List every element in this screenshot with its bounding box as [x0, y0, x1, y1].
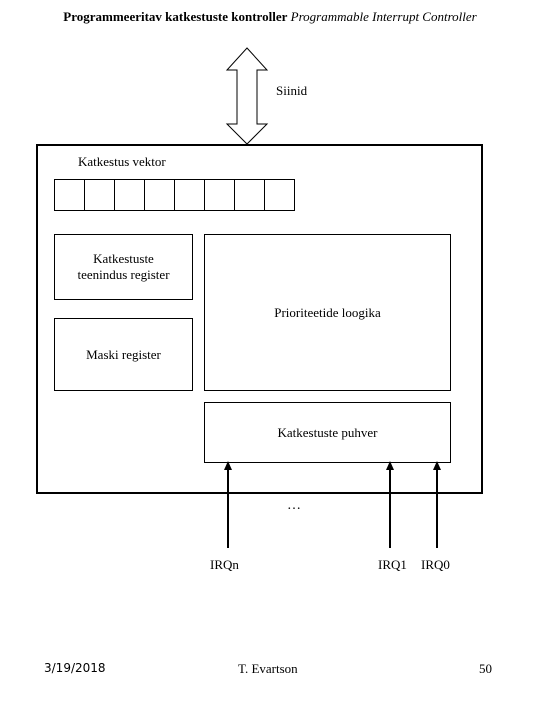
priority-logic-label: Prioriteetide loogika: [274, 304, 381, 320]
interrupt-buffer-box: Katkestuste puhver: [204, 402, 451, 463]
mask-register-box: Maski register: [54, 318, 193, 391]
vector-bit-cell: [115, 180, 145, 210]
irqn-label: IRQn: [210, 557, 239, 572]
bus-double-arrow: [225, 47, 269, 145]
priority-logic-box: Prioriteetide loogika: [204, 234, 451, 391]
vector-bit-cell: [175, 180, 205, 210]
footer-author: T. Evartson: [238, 661, 298, 676]
vector-bit-cell: [205, 180, 235, 210]
isr-register-label: Katkestuste teenindus register: [77, 251, 170, 282]
bus-label: Siinid: [276, 83, 308, 98]
irq1-label: IRQ1: [378, 557, 407, 572]
vector-bit-cell: [265, 180, 295, 210]
irq0-arrowhead: [433, 461, 441, 470]
vector-bit-cell: [85, 180, 115, 210]
slide-title: Programmeeritav katkestuste kontroller P…: [20, 8, 520, 25]
vector-bit-cell: [235, 180, 265, 210]
title-bold: Programmeeritav katkestuste kontroller: [63, 9, 288, 24]
irq1-arrowhead: [386, 461, 394, 470]
pic-controller-box: [36, 144, 483, 494]
interrupt-buffer-label: Katkestuste puhver: [277, 424, 378, 440]
footer-date: 3/19/2018: [44, 661, 106, 675]
isr-register-box: Katkestuste teenindus register: [54, 234, 193, 300]
ellipsis: …: [287, 498, 303, 513]
vector-label: Katkestus vektor: [78, 154, 166, 169]
vector-bit-cell: [55, 180, 85, 210]
vector-bit-cell: [145, 180, 175, 210]
mask-register-label: Maski register: [86, 346, 161, 362]
footer-page-number: 50: [479, 661, 492, 676]
title-italic: Programmable Interrupt Controller: [290, 9, 477, 24]
vector-register: [54, 179, 295, 211]
irq0-label: IRQ0: [421, 557, 450, 572]
irqn-arrowhead: [224, 461, 232, 470]
